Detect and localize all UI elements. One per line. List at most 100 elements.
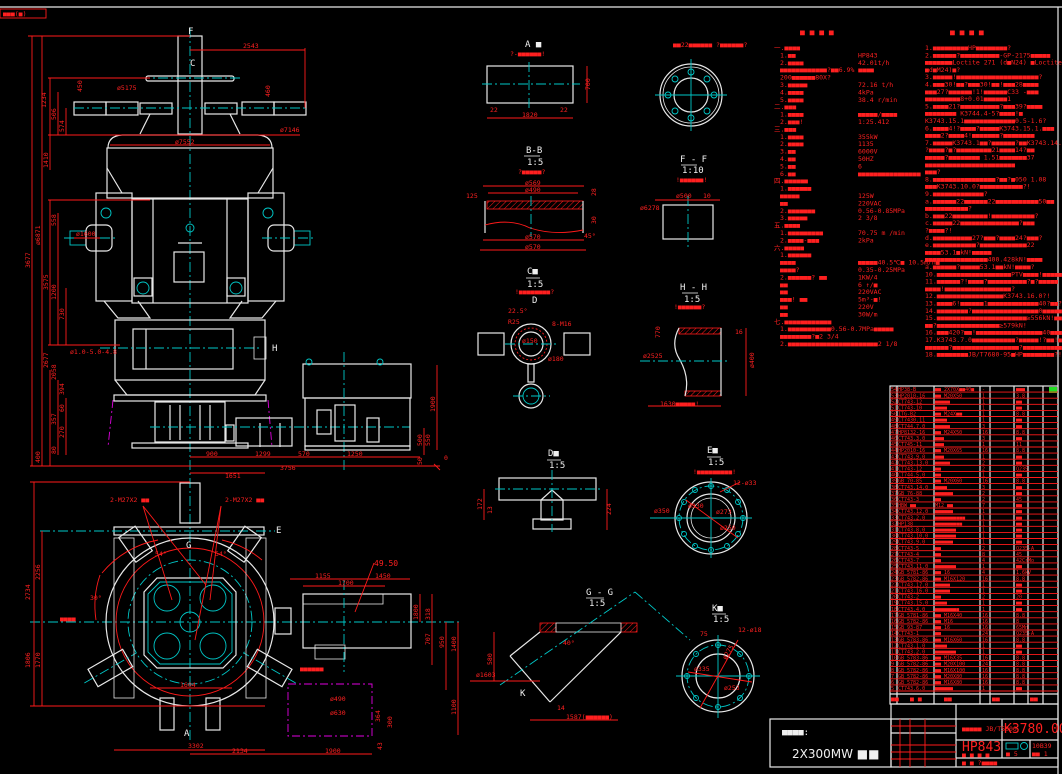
bom-cell: 24 (982, 662, 988, 668)
standard-ref: ■■■■■ JB/T5000 (962, 725, 1017, 733)
dim-500: ø500 (676, 192, 692, 200)
bom-cell: 16 (982, 656, 988, 662)
dim-580: 580 (486, 653, 494, 665)
dim-350: ø350 (654, 507, 670, 515)
requirement-line: 17.K3743.7.0■■■■■■■■■■■?■■■■■!?■■!■■? (925, 336, 1062, 344)
front-elevation-view (64, 28, 412, 475)
bom-cell: ■■■■■■■ (935, 564, 956, 570)
bom-cell: CT743-2 (898, 595, 919, 601)
bom-cell: 45 (1016, 552, 1022, 558)
bom-cell: 30 (891, 534, 897, 540)
angle-54-right: 54° (215, 550, 227, 558)
section-scale: 1:5 (527, 280, 543, 290)
bom-cell: 45 (891, 442, 897, 448)
bom-cell: CT743-12 (898, 467, 922, 473)
dim-2677: 2677 (42, 352, 50, 368)
bom-cell: 27 (891, 552, 897, 558)
dim-7146: ø7146 (280, 126, 300, 134)
bom-cell: 4 (982, 558, 985, 564)
bom-cell: 8.8 (1016, 680, 1025, 686)
dim-6278: ø6278 (640, 204, 660, 212)
requirement-line: ■■■■■■■■■■■■■■■■400.428kN!■■■■ (925, 256, 1042, 264)
dim-570a: ø570 (525, 233, 541, 241)
ring-note: ■■22■■■■■■ ?■■■■■■? (673, 41, 747, 49)
bom-col-name: ■■ (944, 695, 952, 703)
bom-cell: 22 (891, 582, 897, 588)
section-title: D■ (548, 449, 559, 459)
bom-cell: 40 (891, 473, 897, 479)
dim-3302: 3302 (188, 742, 204, 750)
bom-cell: CT743-10 (898, 406, 922, 412)
bom-cell: 8.8 (1016, 662, 1025, 668)
bom-cell: HP2010-16 (898, 393, 925, 399)
model-description: ■ ■ ■ ■ (962, 751, 989, 759)
dim-60: 60 (58, 404, 66, 412)
bom-cell: ■■ M16X35 (935, 656, 962, 662)
bom-cell: 1 (982, 686, 985, 692)
dim-2256: 2256 (34, 564, 42, 580)
dim-1450: 1450 (375, 572, 391, 580)
note-m27-left: 2-M27X2 ■■ (110, 496, 149, 504)
bom-cell: GB 5782-86 (898, 680, 928, 686)
dim-450: 450 (76, 80, 84, 92)
requirement-line: ■■■■2?■■■■4!■■■■■■■?■■■■■■■■ (925, 132, 1035, 140)
bom-cell: 16 (982, 619, 988, 625)
bom-cell: ■■ (1016, 509, 1022, 515)
param-label: 2.■■■■■■■■■■■■■■■■■■■■■■■2 1/8 (780, 340, 897, 348)
bom-cell: ■■■■■ (935, 460, 950, 466)
dim-270: 270 (58, 426, 66, 438)
bom-cell: CT743.16.0 (898, 589, 928, 595)
bom-cell: ■■ (1016, 534, 1022, 540)
bom-cell: 1 (982, 521, 985, 527)
bom-cell: GB 76-88 (898, 491, 922, 497)
bom-cell: 54 (891, 387, 897, 393)
dim-490: ø490 (525, 186, 541, 194)
dim-3575: 3575 (42, 274, 50, 290)
bom-cell: GB 5782-86 (898, 576, 928, 582)
bom-cell: 35 (891, 503, 897, 509)
requirement-line: ■d■M24)■? (925, 66, 960, 74)
dim-2134: 2134 (232, 747, 248, 755)
bom-cell: ■■ (935, 595, 941, 601)
bom-cell: ■■ M16X40 (935, 613, 962, 619)
param-value: 6 ↑/■ (858, 281, 878, 289)
layer-indicator (1049, 387, 1057, 393)
requirement-line: 3.■■■■■!■■■■■■■■■■■■■■■■■■■■■? (925, 73, 1042, 81)
bom-cell: ■■■■■■■■■■ (935, 515, 965, 521)
bom-cell: 6 (891, 680, 894, 686)
bom-cell: 41 (891, 467, 897, 473)
bom-cell: ■■■■■■■ (935, 534, 956, 540)
dim-28: 28 (590, 188, 598, 196)
note-m27-right: 2-M27X2 ■■ (225, 496, 264, 504)
angle-45: 45° (584, 232, 596, 240)
dim-13: 13 (486, 506, 494, 514)
bom-cell: ■■ M20X50 (935, 393, 962, 399)
bom-cell: 1 (982, 582, 985, 588)
bom-cell: 2 (982, 491, 985, 497)
bom-cell: 24 (891, 570, 897, 576)
bom-cell: ■■■■■ (935, 582, 950, 588)
requirement-line: 13.■■■■6!■■■■■■1■■■■■■■■■■■■■40?■■? (925, 300, 1062, 308)
param-label: 四.■■■■■■ (774, 177, 808, 185)
param-label: 2.■■■■-■■■ (780, 236, 819, 244)
bom-cell: 8.8 (1016, 576, 1025, 582)
bom-cell: ■■ M16X80 (935, 680, 962, 686)
tech-req-heading: ■ ■ ■ ■ (950, 28, 984, 37)
section-note: ?■■■■■? (518, 168, 545, 176)
bom-cell: 53 (891, 393, 897, 399)
bom-cell: CT743.14.0 (898, 485, 928, 491)
bom-cell: ■■ M16X100 (935, 668, 965, 674)
param-label: ■■ (780, 303, 788, 311)
bom-cell: GB 5782-86 (898, 619, 928, 625)
bom-cell: CT743.8.0 (898, 528, 925, 534)
bom-cell: ■■ M24X■■ (935, 412, 962, 418)
